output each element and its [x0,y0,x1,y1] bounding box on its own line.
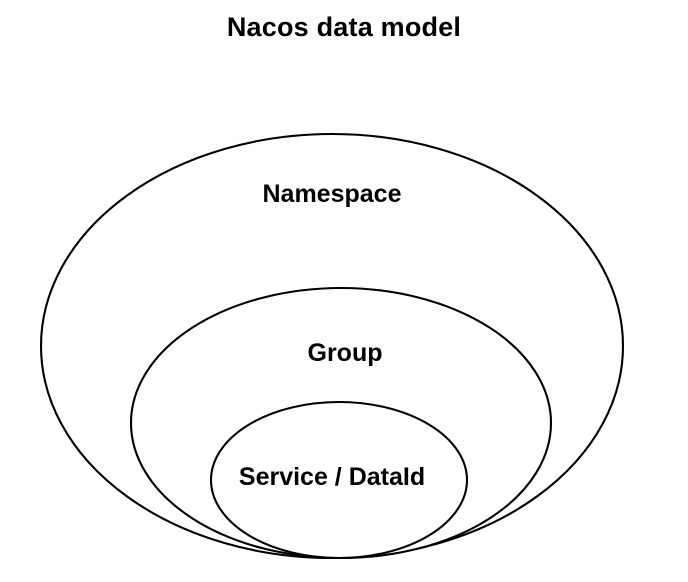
ellipse-label-namespace: Namespace [262,180,402,208]
page-title: Nacos data model [226,12,462,42]
ellipse-label-group: Group [307,339,383,367]
ellipse-service-dataid[interactable] [211,402,467,558]
ellipse-label-service-dataid: Service / DataId [238,463,426,491]
